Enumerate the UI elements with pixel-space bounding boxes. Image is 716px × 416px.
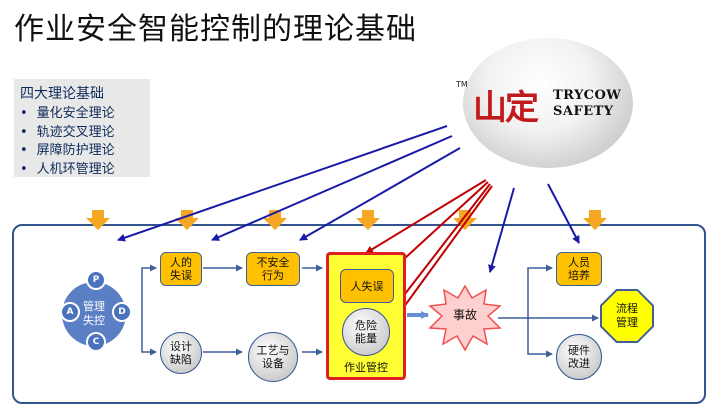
red-arrows [365,179,493,327]
blue-arrow [299,147,461,241]
node-unsafe-behavior: 不安全 行为 [246,252,300,286]
node-human-error: 人的 失误 [160,252,202,286]
connector [141,264,157,314]
pdca-letter-d: D [112,302,132,322]
node-ctrl-human-error: 人失误 [340,269,394,303]
red-arrow [365,179,487,254]
logo-chinese: 山定 [473,88,539,128]
theory-box: 四大理论基础 量化安全理论 轨迹交叉理论 屏障防护理论 人机环管理论 [14,79,150,177]
blue-arrow [211,135,453,241]
connector [498,264,553,319]
flow-connectors [141,264,599,358]
node-process-management: 流程 管理 [602,291,652,341]
theory-item: 人机环管理论 [20,161,144,180]
orange-down-arrow [356,210,380,230]
pdca-center-label: 管理 失控 [83,300,105,327]
red-arrow [397,183,491,304]
theory-item: 轨迹交叉理论 [20,124,144,143]
node-personnel-training: 人员 培养 [556,252,602,286]
theory-heading: 四大理论基础 [20,86,104,102]
node-hazardous-energy: 危险 能量 [342,308,390,356]
theory-item: 量化安全理论 [20,105,144,124]
trycow-logo: TM 山定 TRYCOW SAFETY [456,38,633,168]
red-arrow [389,185,493,327]
pdca-letter-c: C [86,332,106,352]
orange-down-arrow [86,210,110,230]
orange-down-arrow [583,210,607,230]
accident-label: 事故 [452,307,477,322]
page-title: 作业安全智能控制的理论基础 [14,12,417,47]
red-arrow [391,181,489,271]
connector [141,314,157,356]
node-design-defect: 设计 缺陷 [160,332,202,374]
trademark-mark: TM [456,80,468,89]
blue-arrows [117,125,580,273]
blue-arrow [547,183,580,244]
blue-arrow [488,187,515,273]
accident-burst [428,284,502,352]
pdca-letter-a: A [60,302,80,322]
logo-english-line2: SAFETY [553,104,614,119]
pdca-letter-p: P [86,270,106,290]
connector [527,318,553,358]
theory-item: 屏障防护理论 [20,142,144,161]
theory-list: 量化安全理论 轨迹交叉理论 屏障防护理论 人机环管理论 [20,105,144,179]
work-control-label: 作业管控 [344,361,388,374]
blue-arrow [117,125,448,242]
control-flow-frame [12,224,706,404]
node-hardware-improvement: 硬件 改进 [556,334,602,380]
logo-english-line1: TRYCOW [553,88,622,103]
node-process-equipment: 工艺与 设备 [248,332,298,382]
